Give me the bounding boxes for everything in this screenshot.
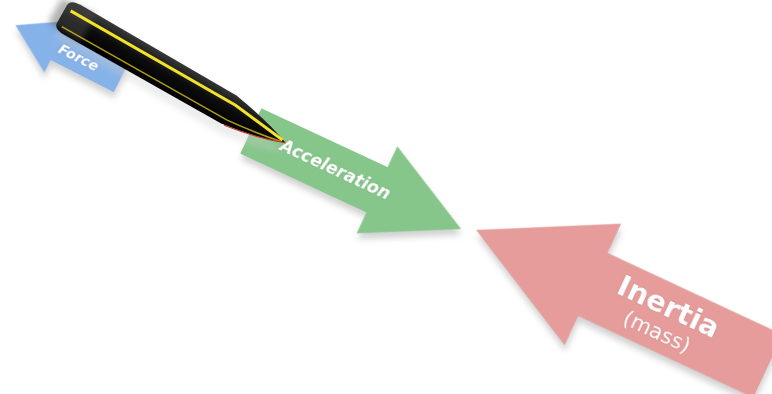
acceleration-arrow: Acceleration — [231, 87, 482, 272]
arrow-fill — [448, 169, 772, 394]
text-holder: Acceleration — [231, 87, 482, 272]
arrow-fill — [2, 0, 133, 105]
arrow-shape — [448, 169, 772, 394]
text-holder: Inertia(mass) — [448, 169, 772, 394]
arrow-label: Force — [56, 41, 101, 74]
text-holder: Force — [2, 0, 133, 105]
inertia-arrow: Inertia(mass) — [448, 169, 772, 394]
arrow-fill — [231, 87, 482, 272]
force-arrow: Force — [2, 0, 133, 105]
arrow-label: Acceleration — [277, 137, 393, 204]
